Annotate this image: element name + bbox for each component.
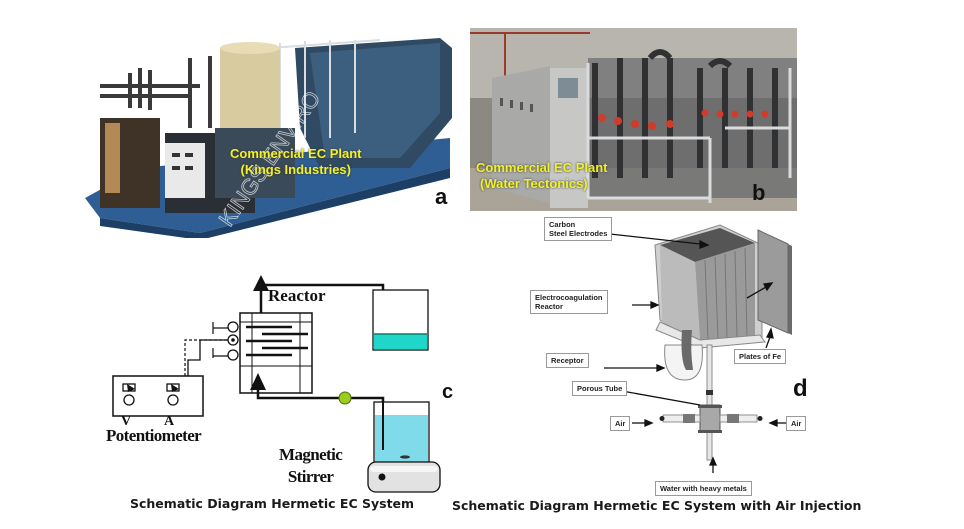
label-reactor-line2: Reactor — [535, 302, 563, 311]
reactor-base — [655, 321, 766, 349]
photo-a-label: Commercial EC Plant (Kings Industries) — [230, 146, 362, 178]
wire-dashed — [184, 339, 228, 376]
outlet-arrow — [253, 275, 269, 291]
plant-a-illustration: KINGS ENVIRO — [85, 38, 452, 238]
label-electrodes-line1: Carbon — [549, 220, 576, 229]
panel-letter-a: a — [435, 184, 448, 209]
magnetic-stirrer-label-line2: Stirrer — [287, 467, 334, 486]
porous-tube — [699, 404, 721, 433]
photo-kings-industries-plant: KINGS ENVIRO Commercial EC Plant (Kings … — [80, 18, 455, 238]
treated-water — [374, 334, 427, 349]
label-air-right: Air — [786, 416, 807, 431]
voltmeter-icon — [122, 383, 136, 406]
label-water-heavy-metals: Water with heavy metals — [655, 481, 752, 496]
electrode-terminal-3 — [227, 349, 239, 361]
ammeter-label: A — [164, 414, 175, 429]
magnetic-stirrer-label: Magnetic Stirrer — [279, 444, 343, 488]
label-air-left: Air — [610, 416, 631, 431]
label-carbon-steel-electrodes: Carbon Steel Electrodes — [544, 217, 613, 241]
fe-plate — [757, 229, 789, 334]
voltmeter-label: V — [121, 414, 132, 429]
label-plates-of-fe: Plates of Fe — [734, 349, 787, 364]
label-receptor: Receptor — [546, 353, 589, 368]
label-electrodes-line2: Steel Electrodes — [549, 229, 608, 238]
electrode-plates — [246, 325, 308, 357]
photo-water-tectonics-plant: Commercial EC Plant (Water Tectonics) b — [470, 28, 797, 211]
photo-a-label-line1: Commercial EC Plant — [230, 146, 362, 161]
label-reactor-line1: Electrocoagulation — [535, 293, 603, 302]
panel-letter-d: d — [793, 375, 808, 402]
wire-stubs — [213, 327, 228, 357]
reactor-label: Reactor — [268, 286, 326, 305]
caption-c: Schematic Diagram Hermetic EC System — [130, 496, 415, 511]
label-porous-tube: Porous Tube — [572, 381, 628, 396]
photo-a-label-line2: (Kings Industries) — [240, 162, 351, 177]
electrode-plates-front — [695, 243, 755, 340]
photo-b-label-line1: Commercial EC Plant — [476, 160, 608, 175]
label-electrocoagulation-reactor: Electrocoagulation Reactor — [530, 290, 608, 314]
panel-letter-c: c — [442, 381, 454, 403]
vertical-pipe — [706, 344, 713, 461]
photo-b-label: Commercial EC Plant (Water Tectonics) — [476, 160, 608, 192]
stir-bar — [400, 455, 410, 459]
inlet-arrow — [250, 373, 266, 390]
electrode-terminal-1 — [227, 321, 239, 333]
plant-b-illustration — [470, 28, 797, 211]
pump-valve-icon — [338, 391, 352, 405]
ammeter-icon — [166, 383, 180, 406]
caption-d: Schematic Diagram Hermetic EC System wit… — [452, 498, 862, 513]
photo-b-label-line2: (Water Tectonics) — [480, 176, 588, 191]
panel-letter-b: b — [752, 180, 766, 205]
magnetic-stirrer-label-line1: Magnetic — [279, 445, 343, 464]
potentiometer-label: Potentiometer — [106, 426, 202, 445]
